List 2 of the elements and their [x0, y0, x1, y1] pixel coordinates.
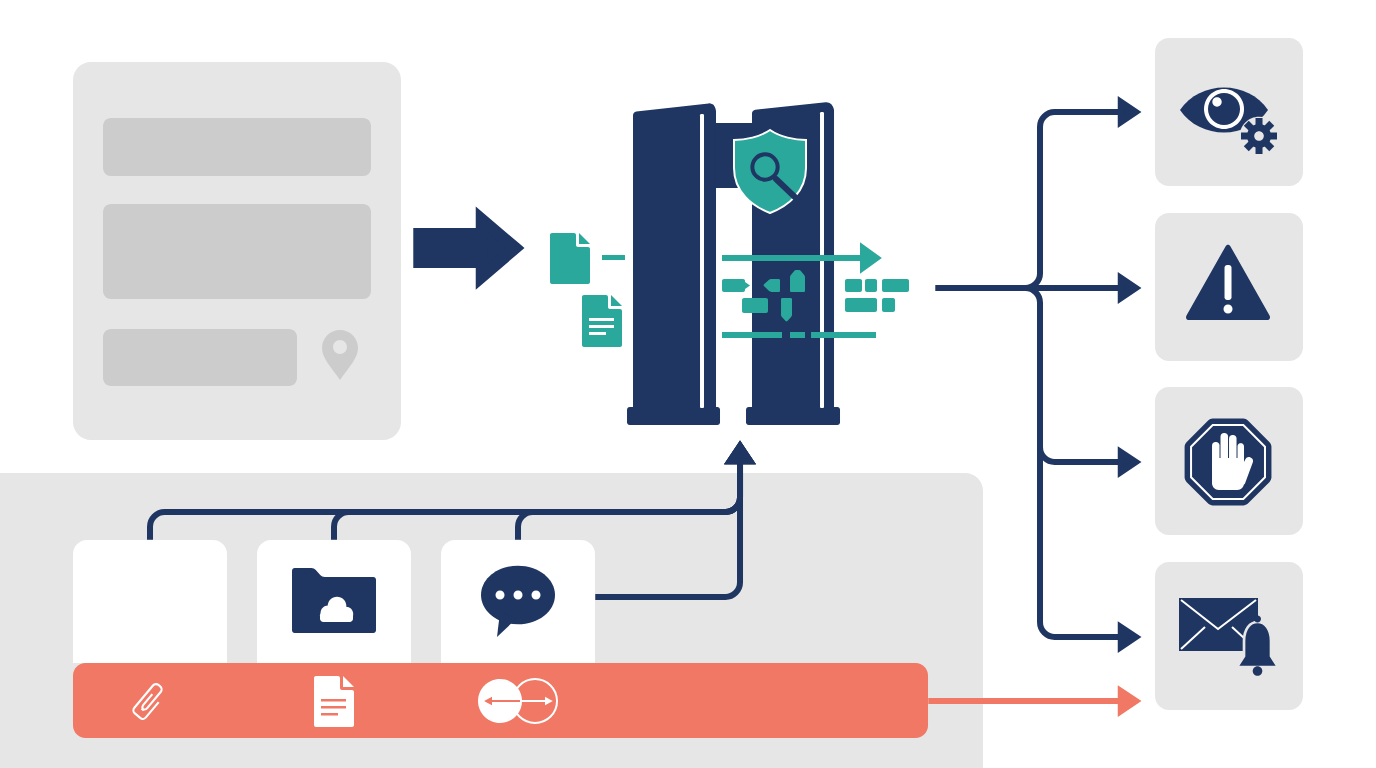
source-card: [73, 540, 227, 663]
attachment-bar: [73, 663, 928, 738]
